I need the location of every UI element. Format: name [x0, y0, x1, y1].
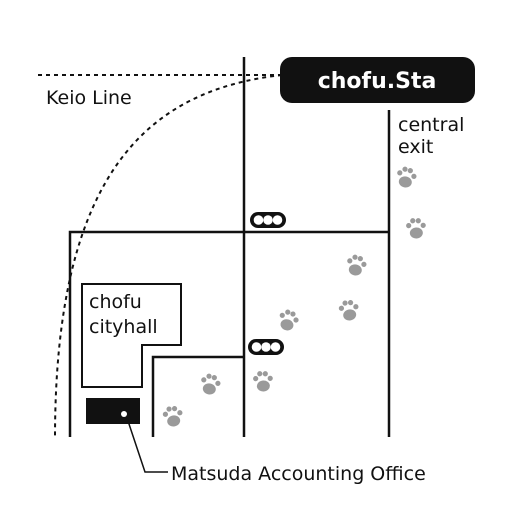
- paw-print-icon: [276, 307, 301, 333]
- keio-line-label: Keio Line: [46, 87, 132, 109]
- office-building: [86, 398, 140, 424]
- station-badge[interactable]: [280, 57, 475, 103]
- city-hall-label-line1: chofu: [89, 291, 142, 313]
- paw-print-icon: [337, 298, 361, 323]
- paw-print-icon: [405, 217, 427, 240]
- city-hall-building: [81, 283, 182, 388]
- traffic-light-icon: [250, 212, 286, 228]
- road-loop: [68, 230, 389, 437]
- paw-print-icon: [161, 404, 185, 429]
- paw-print-icon: [394, 165, 418, 190]
- paw-print-icon: [344, 253, 368, 278]
- station-label: chofu.Sta: [318, 69, 437, 94]
- roads: [68, 57, 391, 437]
- office-label: Matsuda Accounting Office: [171, 463, 426, 485]
- exit-label-line2: exit: [398, 136, 433, 158]
- office-leader-line: [126, 417, 168, 473]
- keio-railway: [38, 74, 283, 439]
- paw-print-icon: [198, 372, 222, 397]
- city-hall-label-line2: cityhall: [89, 316, 158, 338]
- paw-print-icon: [252, 370, 274, 393]
- walking-route: [161, 165, 427, 429]
- exit-label-line1: central: [398, 114, 464, 136]
- traffic-light-icon: [248, 339, 284, 355]
- road-side: [151, 355, 244, 437]
- office-dot: [121, 411, 127, 417]
